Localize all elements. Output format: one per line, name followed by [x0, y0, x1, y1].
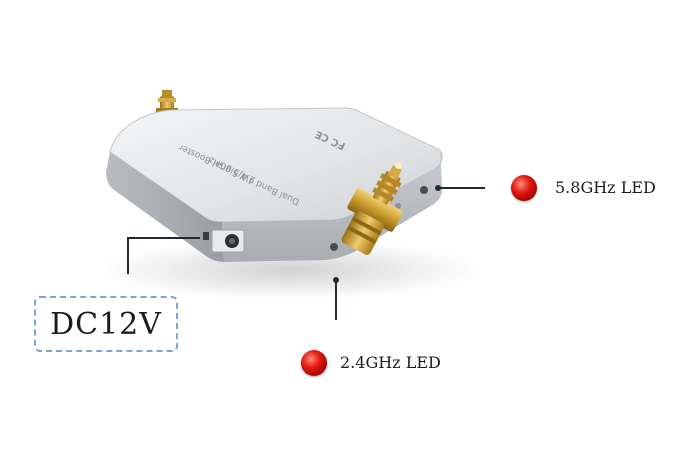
leader-58-dot: [435, 185, 441, 191]
front-antenna-connector: [341, 162, 403, 255]
screw-right: [395, 203, 401, 209]
drop-shadow: [100, 240, 480, 300]
enclosure-right: [222, 150, 443, 262]
enclosure-front: [106, 152, 224, 262]
led-24-label: 2.4GHz LED: [340, 353, 441, 372]
led-24-indicator-icon: [301, 350, 327, 376]
leader-24-dot: [333, 277, 339, 283]
leader-lines: [127, 187, 485, 320]
led-58-hole: [420, 186, 428, 194]
led-24-hole: [330, 243, 338, 251]
dc-power-jack: [203, 229, 245, 253]
dc-input-label: DC12V: [50, 306, 162, 342]
leader-dc: [127, 237, 200, 274]
dc-input-callout: DC12V: [34, 296, 178, 352]
led-58-indicator-icon: [511, 175, 537, 201]
led-58-label: 5.8GHz LED: [555, 178, 656, 197]
